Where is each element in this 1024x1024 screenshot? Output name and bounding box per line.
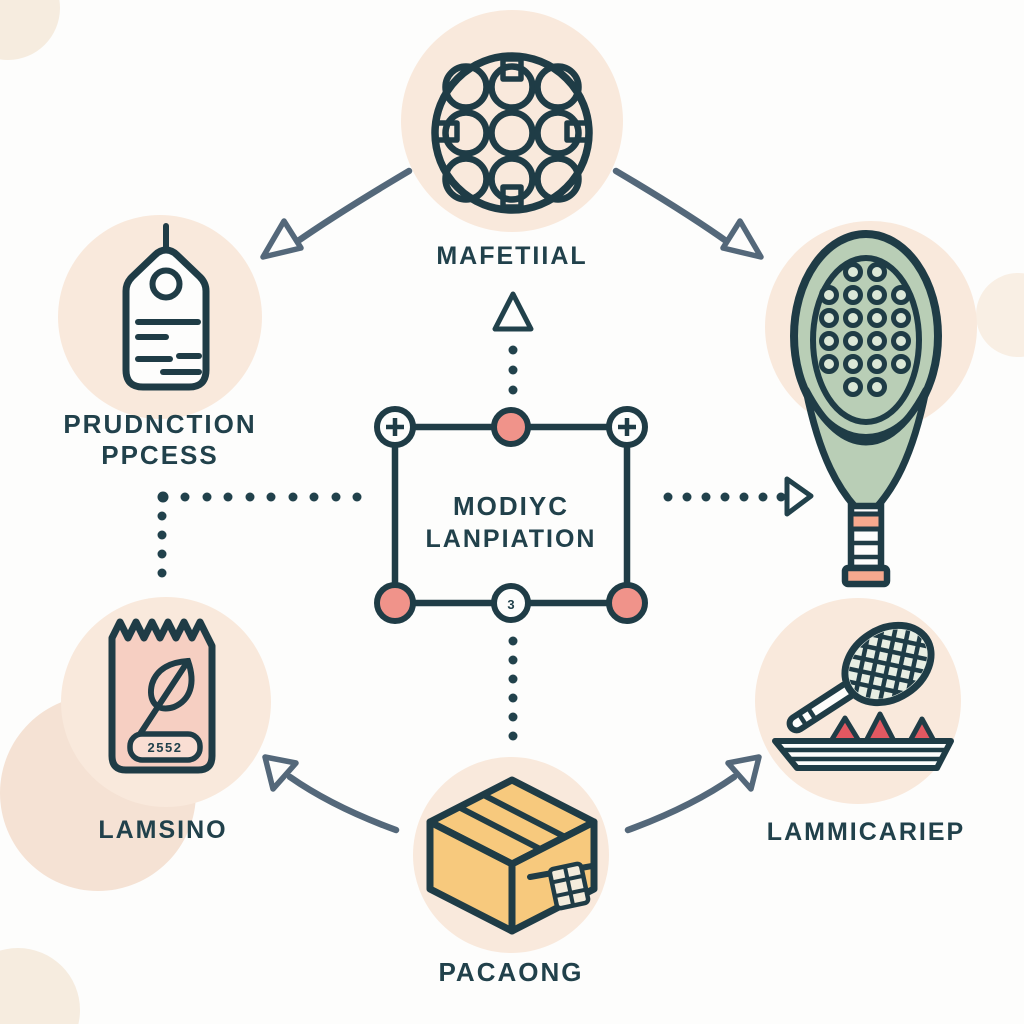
corner-node-bl xyxy=(374,582,416,624)
dotted-line-center-to-packaging xyxy=(508,636,518,741)
node-racket xyxy=(765,221,977,588)
packaging-box-icon xyxy=(426,776,598,935)
racket-holes xyxy=(819,262,911,397)
top-center-node xyxy=(491,407,531,447)
padel-racket-icon xyxy=(790,230,942,588)
corner-node-br xyxy=(606,582,648,624)
production-label-line1: PRUDNCTION xyxy=(63,409,256,439)
center-modification-box: 3 MODIYC LANPIATION xyxy=(374,406,648,624)
center-label-line2: LANPIATION xyxy=(426,525,597,553)
seed-bag-icon: 2552 xyxy=(108,618,216,774)
node-racket-tray: LAMMICARIEP xyxy=(755,598,965,846)
curved-arrow-packaging-to-racket-tray xyxy=(624,754,762,834)
tray-shape xyxy=(772,738,954,771)
seed-bag-label: LAMSINO xyxy=(98,816,227,844)
dotted-line-production-to-seed-bag xyxy=(157,511,167,578)
node-seed-bag: 2552 LAMSINO xyxy=(0,597,271,891)
curved-arrow-material-to-production xyxy=(260,167,413,260)
price-tag-icon xyxy=(122,223,210,391)
dotted-arrow-center-to-material xyxy=(492,291,534,395)
dotted-line-production-to-center xyxy=(157,491,362,503)
small-racket-icon xyxy=(786,615,941,734)
node-material: MAFETIIAL xyxy=(401,10,623,270)
node-packaging: PACAONG xyxy=(413,757,609,987)
leaf-icon xyxy=(148,657,195,712)
curved-arrow-material-to-racket xyxy=(612,167,764,260)
bottom-center-node xyxy=(491,583,531,623)
curved-arrow-packaging-to-seed-bag xyxy=(262,754,400,834)
production-label-line2: PPCESS xyxy=(101,440,219,470)
material-icon xyxy=(431,52,593,214)
packaging-label: PACAONG xyxy=(439,957,584,987)
node-production-process: PRUDNCTION PPCESS xyxy=(58,215,262,470)
bag-tag-text: 2552 xyxy=(148,740,183,755)
dotted-arrow-center-to-racket xyxy=(663,476,814,517)
racket-tray-icon xyxy=(772,615,954,771)
box-label-grid xyxy=(547,861,591,911)
center-label-line1: MODIYC xyxy=(453,491,569,521)
racket-tray-label: LAMMICARIEP xyxy=(767,818,965,846)
material-label: MAFETIIAL xyxy=(436,242,587,270)
bottom-center-node-glyph: 3 xyxy=(507,597,514,612)
